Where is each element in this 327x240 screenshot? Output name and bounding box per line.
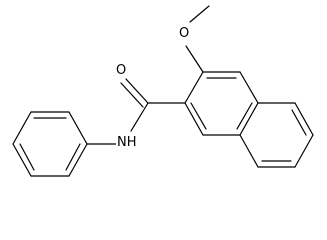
double-bond-inner xyxy=(190,102,207,130)
ring-bond xyxy=(12,143,32,177)
ring-bond xyxy=(12,111,32,145)
ring-bond xyxy=(239,134,259,168)
ring-bond xyxy=(239,102,259,136)
amide-nh-label: NH xyxy=(116,135,138,150)
double-bond-inner xyxy=(236,102,253,130)
ring-bond xyxy=(68,111,88,145)
methoxy-o-c3-bond xyxy=(185,45,204,73)
double-bond-inner xyxy=(291,109,307,136)
ring-bond xyxy=(184,71,204,104)
carbonyl-double-bond xyxy=(125,78,149,104)
methyl-bond xyxy=(189,5,210,23)
ring-bond xyxy=(239,71,259,104)
double-bond-inner xyxy=(65,143,81,171)
carbonyl-double-bond xyxy=(120,82,144,108)
ring-bond xyxy=(184,102,204,136)
structure-canvas: O O NH xyxy=(12,5,314,177)
methoxy-oxygen-label: O xyxy=(178,26,191,41)
molecule-structure xyxy=(12,5,314,177)
double-bond-inner xyxy=(19,143,35,171)
ring-bond xyxy=(294,134,314,168)
ring-bond xyxy=(294,102,314,136)
ring-bond xyxy=(68,143,88,177)
carbonyl-n-bond xyxy=(130,102,149,132)
carbonyl-oxygen-label: O xyxy=(115,63,128,78)
